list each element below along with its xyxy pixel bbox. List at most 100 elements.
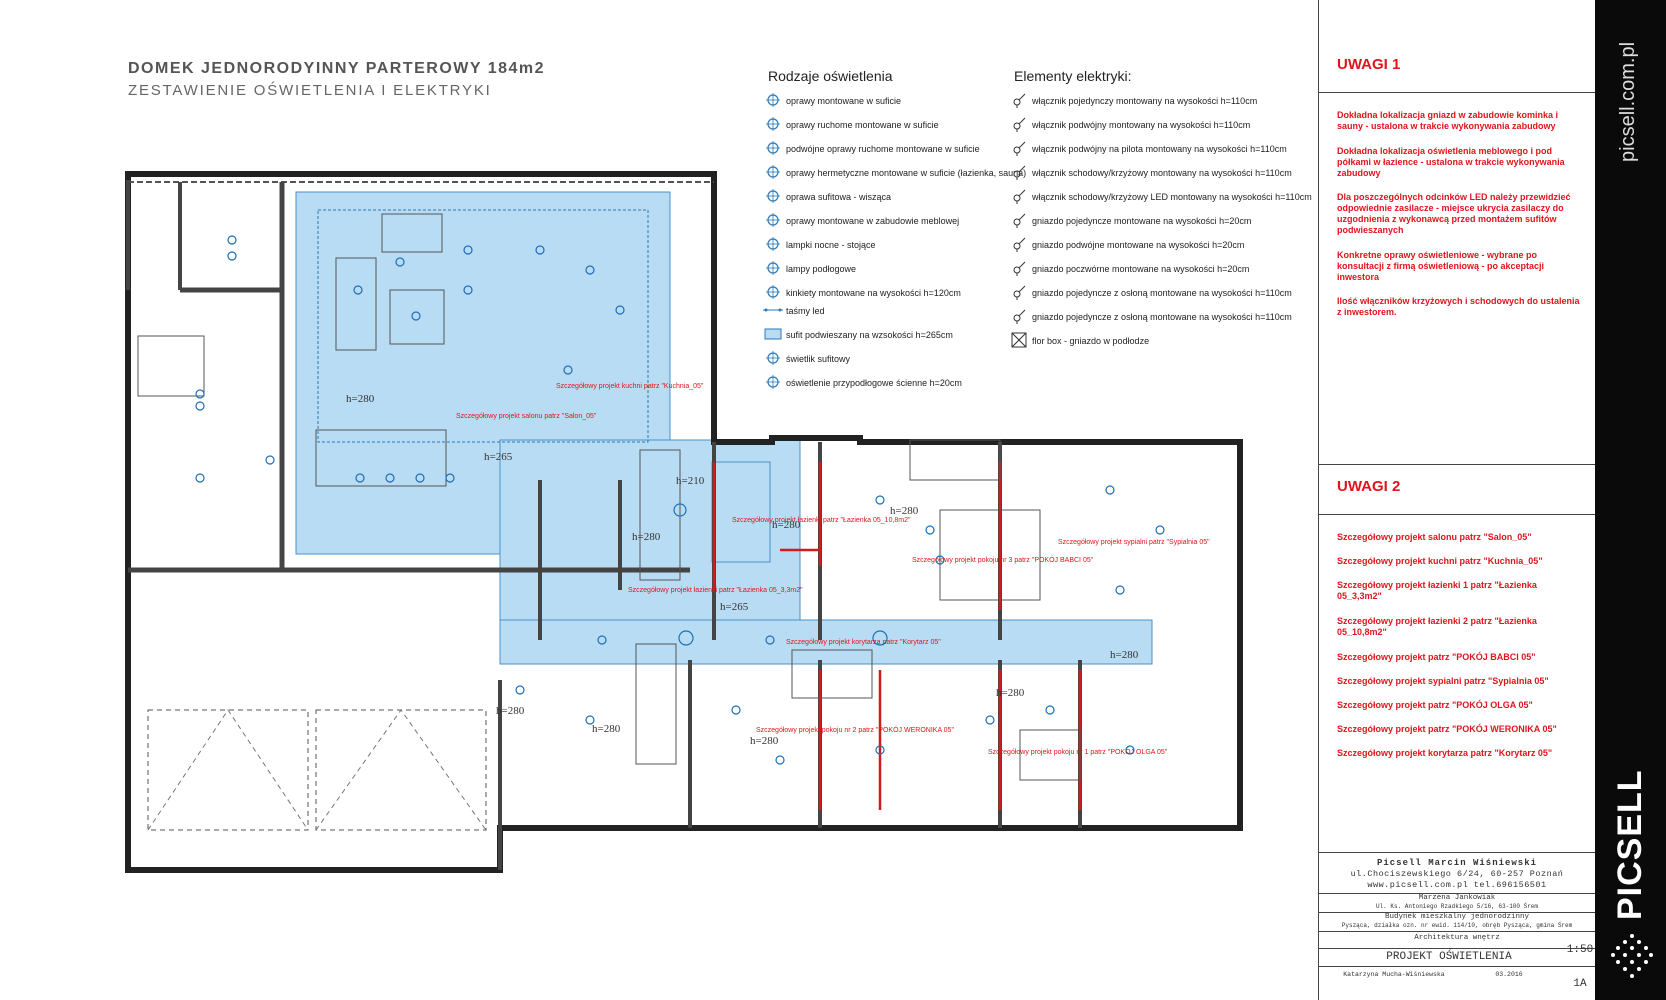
legend-lighting-heading: Rodzaje oświetlenia xyxy=(768,68,893,84)
stamp-investor-address: Ul. Ks. Antoniego Rzadkiego 5/16, 63-100… xyxy=(1375,903,1539,910)
detail-label: Szczegółowy projekt kuchni patrz "Kuchni… xyxy=(556,383,704,390)
height-label: h=280 xyxy=(890,505,919,517)
uwagi1-note: Dokładna lokalizacja gniazd w zabudowie … xyxy=(1337,110,1559,131)
legend-electric-symbol-icon xyxy=(1008,116,1030,132)
stamp-object-address: Pysząca, działka ozn. nr ewid. 114/10, o… xyxy=(1341,922,1573,929)
legend-lighting-symbol-icon xyxy=(762,326,784,342)
uwagi2-note: Szczegółowy projekt łazienki 1 patrz "Ła… xyxy=(1337,580,1537,601)
height-label: h=280 xyxy=(1110,649,1139,661)
brand-url: picsell.com.pl xyxy=(1617,41,1639,162)
detail-label: Szczegółowy projekt sypialni patrz "Sypi… xyxy=(1058,539,1210,546)
uwagi2-note: Szczegółowy projekt salonu patrz "Salon_… xyxy=(1337,532,1532,542)
height-label: h=280 xyxy=(632,531,661,543)
legend-electric-symbol-icon xyxy=(1008,332,1030,348)
uwagi2-note: Szczegółowy projekt sypialni patrz "Sypi… xyxy=(1337,676,1549,686)
legend-electric-item: gniazdo podwójne montowane na wysokości … xyxy=(1032,240,1245,250)
uwagi1-note: Konkretne oprawy oświetleniowe - wybrane… xyxy=(1337,250,1545,282)
legend-electric-item: włącznik podwójny montowany na wysokości… xyxy=(1032,120,1251,130)
suspended-ceiling-corridor xyxy=(499,619,1153,665)
stamp-scale: 1:50 xyxy=(1566,944,1594,956)
legend-lighting-symbol-icon xyxy=(762,236,784,252)
floor-plan: h=280 h=265 h=210 h=280 h=280 h=280 h=26… xyxy=(125,171,1243,873)
drawing-title: DOMEK JEDNORODYINNY PARTEROWY 184m2 xyxy=(128,60,546,77)
legend-lighting-item: oświetlenie przypodłogowe ścienne h=20cm xyxy=(786,378,962,388)
detail-label: Szczegółowy projekt pokoju nr 1 patrz "P… xyxy=(988,747,1168,756)
stamp-company: Picsell Marcin Wiśniewski xyxy=(1376,858,1538,868)
legend-electric-symbol-icon xyxy=(1008,308,1030,324)
legend-electric-symbol-icon xyxy=(1008,92,1030,108)
detail-label: Szczegółowy projekt pokoju nr 2 patrz "P… xyxy=(756,725,954,734)
height-label: h=280 xyxy=(750,735,779,747)
legend-lighting-item: lampki nocne - stojące xyxy=(786,240,876,250)
height-label: h=280 xyxy=(772,519,801,531)
legend-lighting-item: świetlik sufitowy xyxy=(786,354,851,364)
legend-lighting-item: sufit podwieszany na wzsokości h=265cm xyxy=(786,330,953,340)
legend-lighting-symbol-icon xyxy=(762,374,784,390)
legend-electric-symbol-icon xyxy=(1008,260,1030,276)
legend-lighting-item: lampy podłogowe xyxy=(786,264,857,274)
legend-lighting-item: kinkiety montowane na wysokości h=120cm xyxy=(786,288,961,298)
legend-electric-symbol-icon xyxy=(1008,236,1030,252)
uwagi1-heading: UWAGI 1 xyxy=(1337,56,1401,73)
legend-electric-item: gniazdo pojedyncze z osłoną montowane na… xyxy=(1032,288,1292,298)
drawing-subtitle: ZESTAWIENIE OŚWIETLENIA I ELEKTRYKI xyxy=(128,82,492,99)
detail-label: Szczegółowy projekt salonu patrz "Salon_… xyxy=(456,413,597,420)
uwagi2-note: Szczegółowy projekt korytarza patrz "Kor… xyxy=(1337,748,1553,758)
legend-electric-item: gniazdo pojedyncze montowane na wysokośc… xyxy=(1032,216,1252,226)
legend-lighting-symbol-icon xyxy=(762,284,784,300)
legend-lighting-symbol-icon xyxy=(762,188,784,204)
suspended-ceiling-bath xyxy=(711,461,771,563)
legend-electric-symbol-icon xyxy=(1008,212,1030,228)
uwagi2-note: Szczegółowy projekt patrz "POKÓJ WERONIK… xyxy=(1337,724,1557,734)
legend-electric-item: włącznik pojedynczy montowany na wysokoś… xyxy=(1032,96,1258,106)
height-label: h=265 xyxy=(484,451,513,463)
detail-label: Szczegółowy projekt łazienki patrz "Łazi… xyxy=(628,587,803,594)
legend-electric-symbol-icon xyxy=(1008,188,1030,204)
uwagi1-note: Dla poszczególnych odcinków LED należy p… xyxy=(1337,192,1571,235)
legend-lighting-symbol-icon xyxy=(762,212,784,228)
legend-lighting-symbol-icon xyxy=(762,302,784,318)
detail-label: Szczegółowy projekt łazienki patrz "Łazi… xyxy=(732,517,911,524)
stamp-author: Katarzyna Mucha-Wiśniewska xyxy=(1343,971,1445,978)
stamp-sheet: 1A xyxy=(1573,978,1587,990)
legend-lighting-item: oprawy hermetyczne montowane w suficie (… xyxy=(786,168,1027,178)
legend-electric-symbol-icon xyxy=(1008,284,1030,300)
uwagi2-note: Szczegółowy projekt patrz "POKÓJ BABCI 0… xyxy=(1337,652,1536,662)
legend-electric-item: gniazdo poczwórne montowane na wysokości… xyxy=(1032,264,1250,274)
uwagi1-note: Ilość włączników krzyżowych i schodowych… xyxy=(1337,296,1580,317)
legend-lighting-item: oprawy montowane w suficie xyxy=(786,96,902,106)
height-label: h=280 xyxy=(996,687,1025,699)
legend-electric-symbol-icon xyxy=(1008,140,1030,156)
uwagi2-note: Szczegółowy projekt patrz "POKÓJ OLGA 05… xyxy=(1337,700,1533,710)
uwagi2-note: Szczegółowy projekt kuchni patrz "Kuchni… xyxy=(1337,556,1543,566)
uwagi1-note: Dokładna lokalizacja oświetlenia meblowe… xyxy=(1337,146,1565,178)
legend-lighting-symbol-icon xyxy=(762,260,784,276)
legend-electric-heading: Elementy elektryki: xyxy=(1014,68,1132,84)
legend-lighting-item: oprawy montowane w zabudowie meblowej xyxy=(786,216,960,226)
legend-lighting-item: podwójne oprawy ruchome montowane w sufi… xyxy=(786,144,980,154)
detail-label: Szczegółowy projekt pokoju nr 3 patrz "P… xyxy=(912,555,1094,564)
brand-strip: picsell.com.pl PICSELL xyxy=(1595,0,1666,1000)
legend-lighting-symbol-icon xyxy=(762,92,784,108)
legend-lighting-symbol-icon xyxy=(762,116,784,132)
legend-lighting-item: taśmy led xyxy=(786,306,825,316)
stamp-address: ul.Chociszewskiego 6/24, 60-257 Poznań xyxy=(1350,869,1564,879)
detail-label: Szczegółowy projekt korytarza patrz "Kor… xyxy=(786,639,941,646)
legend-electric-item: gniazdo pojedyncze z osłoną montowane na… xyxy=(1032,312,1292,322)
stamp-object: Budynek mieszkalny jednorodzinny xyxy=(1384,913,1530,921)
legend-electric-item: flor box - gniazdo w podłodze xyxy=(1032,336,1150,346)
legend-lighting-item: oprawy ruchome montowane w suficie xyxy=(786,120,939,130)
brand-logo: PICSELL xyxy=(1611,769,1649,920)
stamp-investor: Marzena Jankowiak xyxy=(1418,894,1496,902)
stamp-web: www.picsell.com.pl tel.696156501 xyxy=(1367,880,1547,890)
height-label: h=280 xyxy=(496,705,525,717)
height-label: h=210 xyxy=(676,475,705,487)
height-label: h=280 xyxy=(346,393,375,405)
uwagi2-note: Szczegółowy projekt łazienki 2 patrz "Ła… xyxy=(1337,616,1537,637)
legend-electric-item: włącznik schodowy/krzyżowy montowany na … xyxy=(1032,168,1292,178)
legend-lighting-symbol-icon xyxy=(762,140,784,156)
legend-lighting-symbol-icon xyxy=(762,164,784,180)
brand-dots-icon xyxy=(1611,934,1653,978)
legend-electric-item: włącznik podwójny na pilota montowany na… xyxy=(1032,144,1287,154)
height-label: h=265 xyxy=(720,601,749,613)
